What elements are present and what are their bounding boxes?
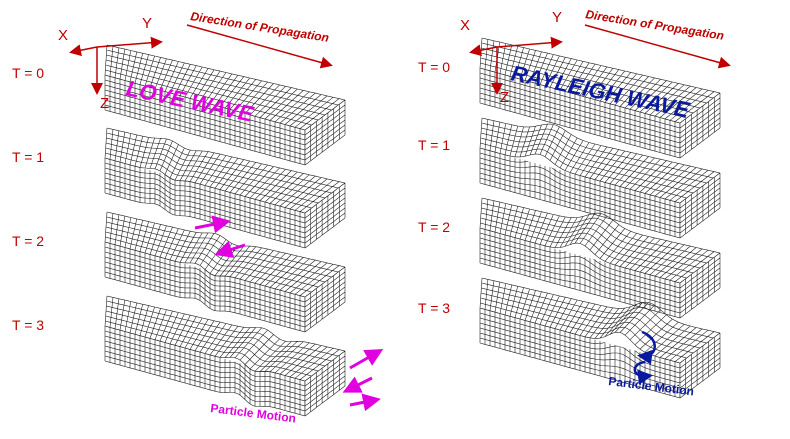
grid-block (104, 127, 346, 249)
axis-z-label: Z (500, 89, 509, 106)
particle-motion-arrows (194, 215, 384, 412)
grid-block (479, 277, 721, 399)
propagation-label: Direction of Propagation (585, 7, 725, 43)
time-label: T = 2 (418, 219, 450, 235)
grid-block (479, 117, 721, 239)
axes-icon (469, 24, 731, 95)
time-label: T = 1 (418, 137, 450, 153)
axes-icon (69, 24, 333, 95)
propagation-label: Direction of Propagation (190, 9, 330, 45)
axis-z-label: Z (100, 95, 109, 112)
time-label: T = 2 (12, 233, 44, 249)
axis-y-label: Y (142, 15, 152, 32)
grid-block (479, 37, 721, 159)
grid-block (104, 44, 346, 166)
time-label: T = 3 (418, 300, 450, 316)
time-label: T = 3 (12, 317, 44, 333)
particle-motion-arrows (633, 330, 656, 385)
axis-x-label: X (58, 27, 68, 44)
grid-block (479, 197, 721, 319)
axis-y-label: Y (552, 9, 562, 26)
grid-block (104, 295, 346, 417)
axis-x-label: X (460, 17, 470, 34)
time-label: T = 1 (12, 149, 44, 165)
grid-blocks (104, 37, 721, 417)
time-label: T = 0 (418, 59, 450, 75)
time-label: T = 0 (12, 65, 44, 81)
